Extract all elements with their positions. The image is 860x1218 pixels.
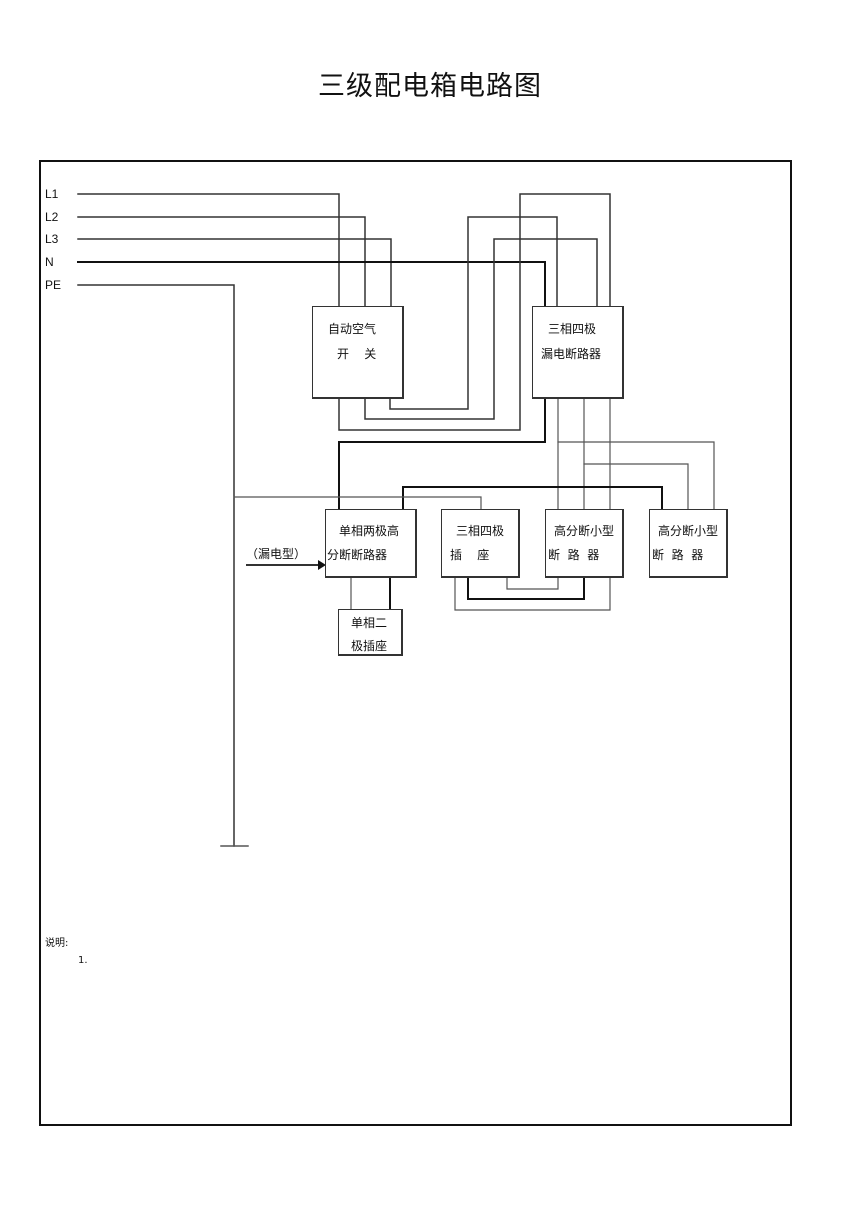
box-label-line1: 单相二	[351, 616, 388, 630]
notes-heading: 说明:	[45, 938, 69, 949]
box-label-line2: 断 路 器	[548, 548, 600, 562]
bus-label-n: N	[45, 255, 54, 269]
wire-to-mcb2-a	[557, 441, 715, 510]
wire-socket-mcb-1	[506, 576, 559, 590]
box-label-line1: 单相两极高	[339, 524, 400, 538]
bus-line-pe	[77, 284, 235, 847]
single-phase-socket-box: 单相二 极插座	[338, 609, 403, 656]
mcb-box-2: 高分断小型 断 路 器	[649, 509, 728, 578]
wire-to-mcb2-b	[583, 463, 689, 510]
rcd-main-box: 三相四极 漏电断路器	[532, 306, 624, 399]
box-label-line1: 三相四极	[548, 322, 597, 336]
box-label-line2: 插 座	[450, 548, 490, 562]
wire-rcd-n-to-single	[338, 397, 546, 510]
single-phase-breaker-box: 单相两极高 分断断路器	[325, 509, 417, 578]
bus-line-l2	[77, 216, 366, 308]
box-label-line1: 三相四极	[456, 524, 505, 538]
box-label-line1: 自动空气	[328, 322, 377, 336]
arrow-head-icon	[318, 560, 326, 570]
page-title: 三级配电箱电路图	[318, 71, 542, 102]
box-label-line2: 极插座	[351, 639, 388, 653]
mcb-box-1: 高分断小型 断 路 器	[545, 509, 624, 578]
box-label-line2: 漏电断路器	[541, 347, 602, 361]
bus-label-l1: L1	[45, 187, 59, 201]
bus-line-l3	[77, 238, 392, 308]
wire-sw3-rcd	[338, 193, 611, 431]
leakage-type-annotation: （漏电型）	[246, 547, 307, 561]
bus-label-l2: L2	[45, 210, 59, 224]
drawing-frame	[39, 160, 792, 1126]
wire-socket-mcb-3	[454, 576, 611, 611]
wire-n-branch	[402, 486, 663, 510]
bus-label-pe: PE	[45, 278, 62, 292]
bus-line-n	[77, 261, 546, 308]
box-label-line2: 断 路 器	[652, 548, 704, 562]
main-air-switch-box: 自动空气 开 关	[312, 306, 404, 399]
box-label-line2: 开 关	[337, 347, 377, 361]
bus-line-l1	[77, 193, 340, 308]
wire-socket-mcb-2	[467, 576, 585, 600]
three-phase-socket-box: 三相四极 插 座	[441, 509, 520, 578]
box-label-line2: 分断断路器	[327, 548, 388, 562]
wire-sw1-rcd	[389, 216, 558, 410]
wire-pe-branch	[233, 496, 482, 510]
box-label-line1: 高分断小型	[658, 524, 719, 538]
bus-label-l3: L3	[45, 232, 59, 246]
notes-item-1: 1.	[78, 955, 88, 966]
box-label-line1: 高分断小型	[554, 524, 615, 538]
wire-sw2-rcd	[364, 238, 598, 420]
